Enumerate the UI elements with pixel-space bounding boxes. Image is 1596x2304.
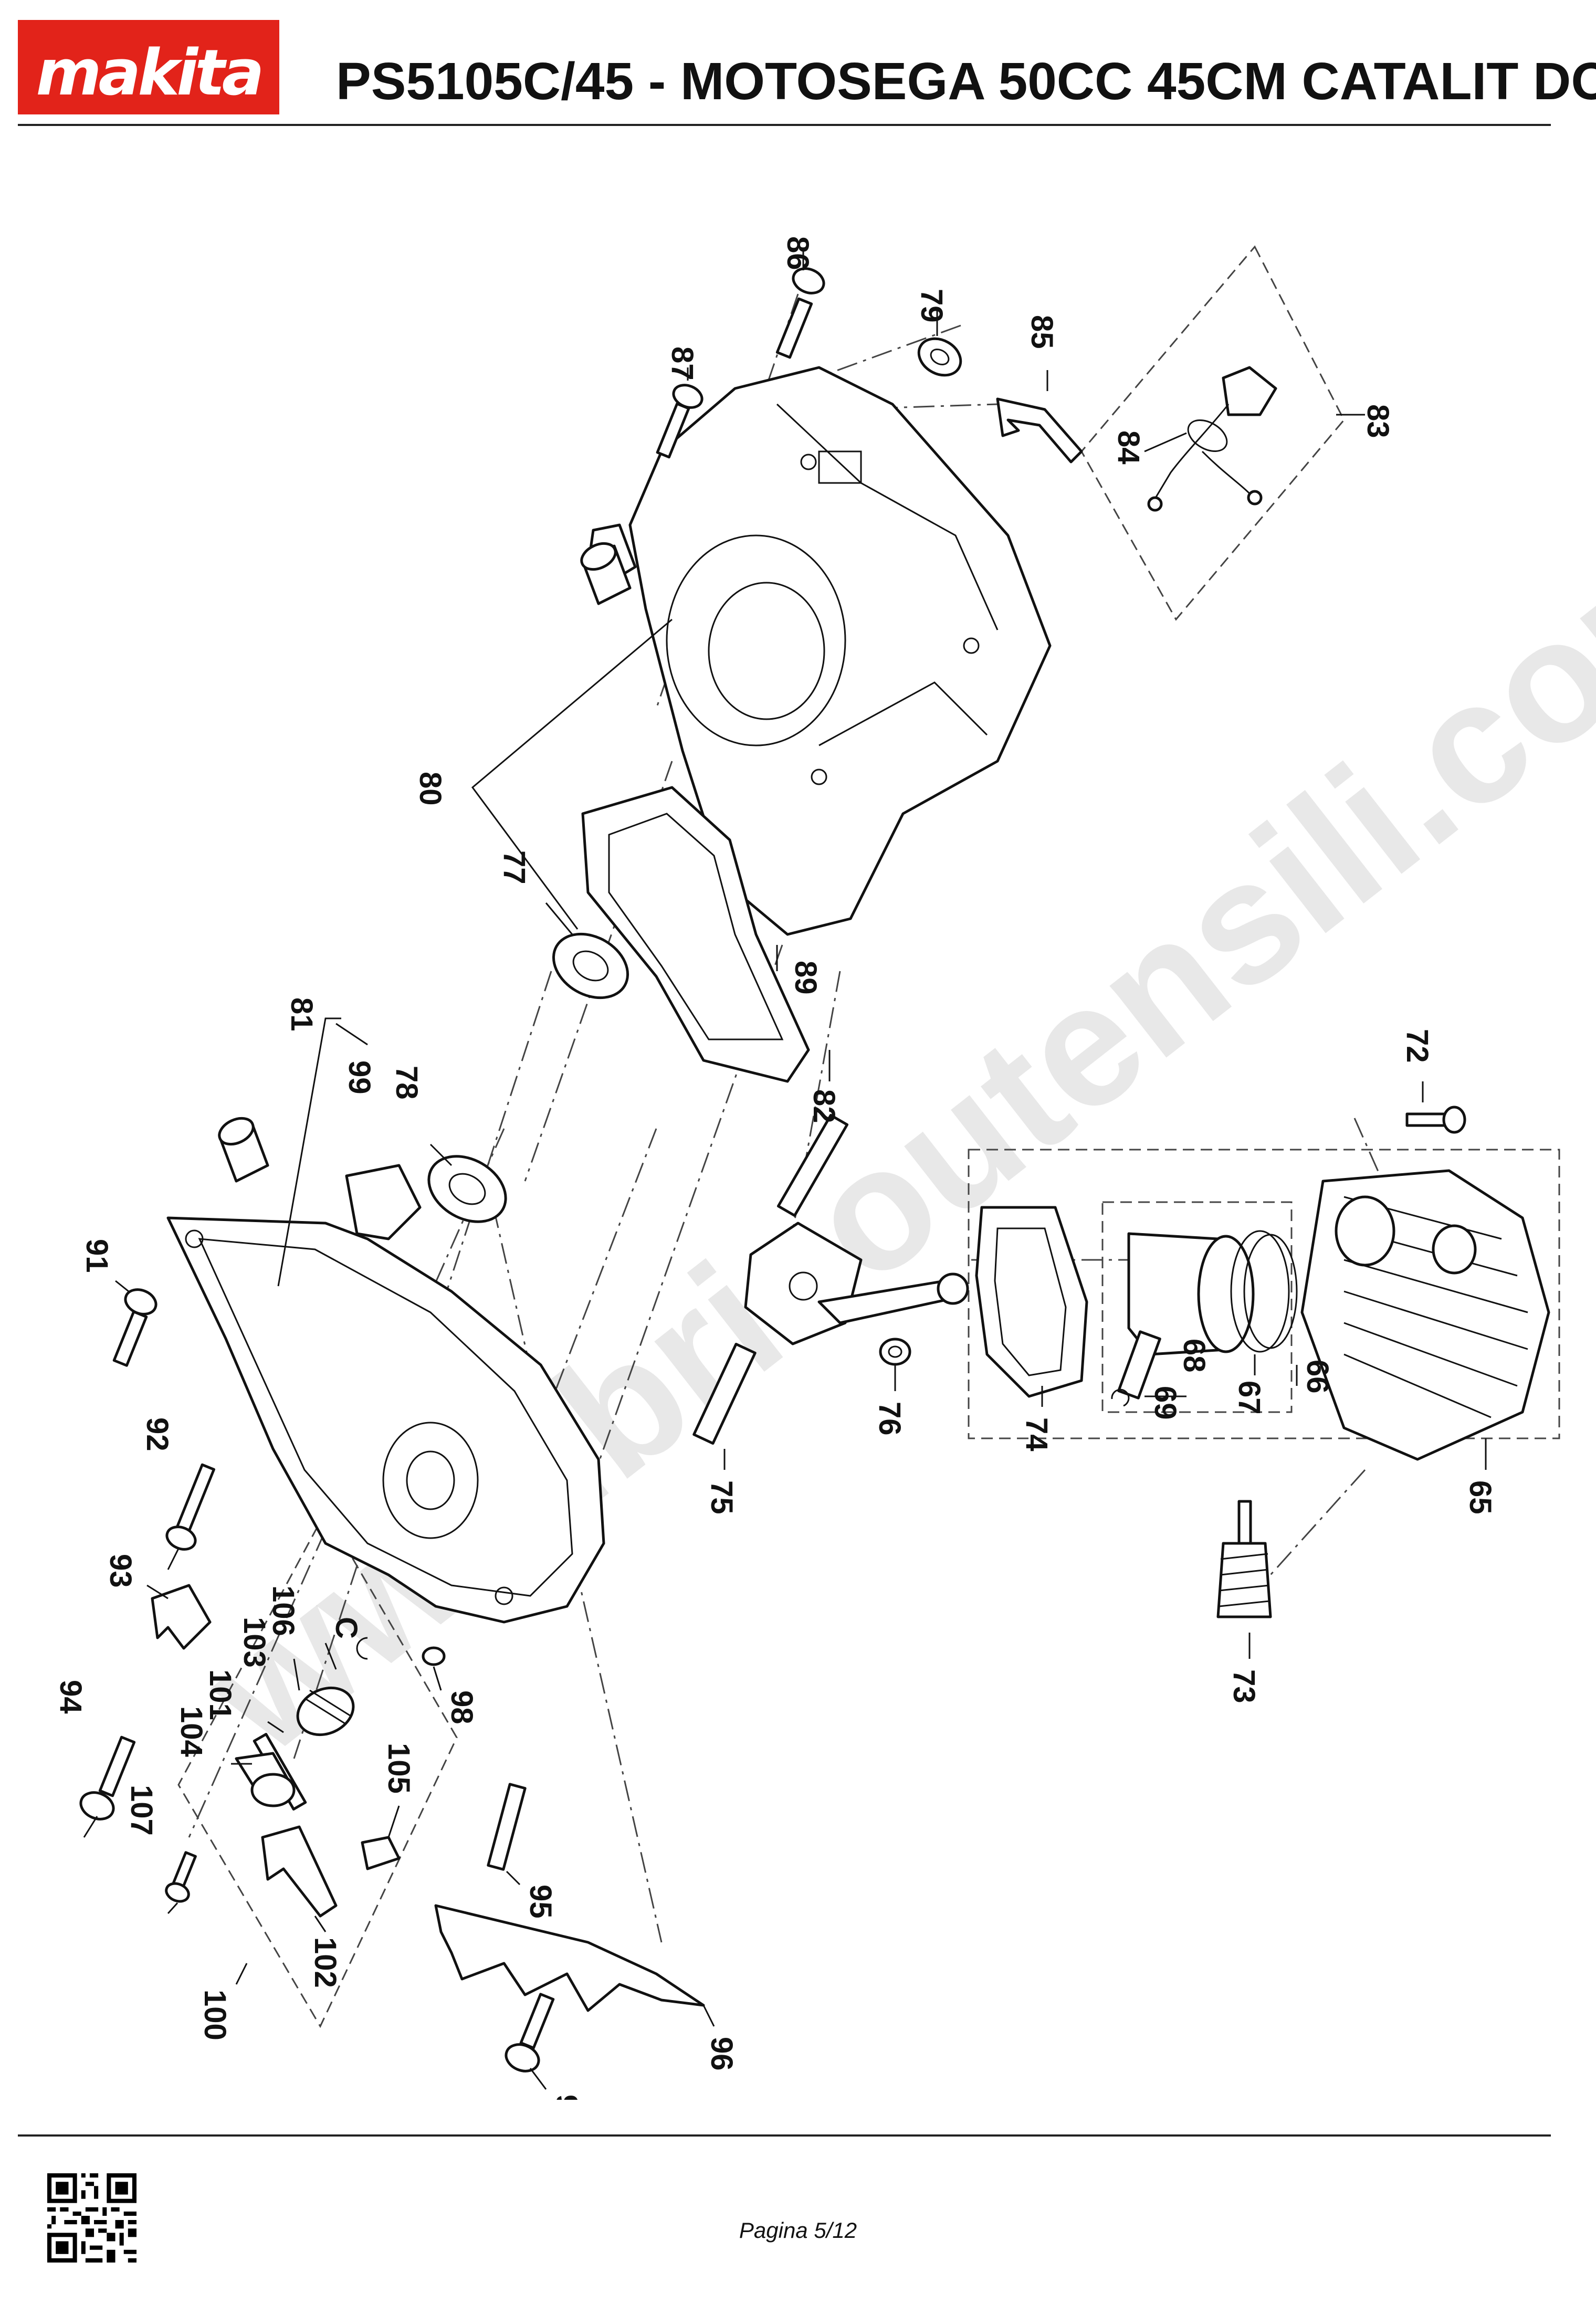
screw-94 <box>79 1735 136 1821</box>
label-97: 97 <box>550 2095 584 2100</box>
label-69: 69 <box>1148 1386 1182 1420</box>
logo-text: makita <box>36 37 264 110</box>
label-94: 94 <box>54 1680 88 1714</box>
group-box-65 <box>968 1149 1560 1439</box>
bumper-spike-96 <box>434 1904 705 2012</box>
label-93: 93 <box>103 1554 138 1588</box>
label-73: 73 <box>1227 1669 1261 1703</box>
footer-divider <box>18 2134 1551 2137</box>
qr-code-icon <box>47 2173 136 2263</box>
label-65: 65 <box>1463 1480 1497 1514</box>
spring-105 <box>361 1836 401 1870</box>
label-75: 75 <box>705 1480 739 1514</box>
label-86: 86 <box>781 236 815 270</box>
label-84: 84 <box>1111 430 1146 465</box>
bracket-93 <box>151 1584 212 1650</box>
part-labels: 86 79 85 87 83 84 80 77 89 81 99 78 82 7… <box>54 236 1497 2100</box>
label-100: 100 <box>198 1990 232 2040</box>
screw-107 <box>165 1851 197 1903</box>
label-83: 83 <box>1361 404 1395 438</box>
screw-97 <box>505 1993 555 2072</box>
screw-92 <box>165 1463 215 1551</box>
label-91: 91 <box>80 1239 114 1273</box>
clip-85 <box>996 397 1083 464</box>
label-107: 107 <box>124 1785 159 1836</box>
label-105: 105 <box>382 1743 416 1794</box>
stud-95 <box>487 1783 527 1871</box>
label-c: C <box>329 1617 363 1639</box>
piston-67 <box>1127 1230 1298 1356</box>
group-box-100 <box>177 1510 458 2028</box>
oil-pickup-83 <box>1147 366 1277 512</box>
seal-79 <box>917 337 962 377</box>
page-header: makita PS5105C/45 - MOTOSEGA 50CC 45CM C… <box>0 0 1596 126</box>
label-92: 92 <box>140 1417 174 1451</box>
screw-72 <box>1405 1106 1466 1134</box>
label-101: 101 <box>203 1669 237 1720</box>
adjuster-c-106 <box>356 1637 368 1660</box>
makita-logo: makita <box>18 20 279 114</box>
crankshaft-75 <box>692 1113 969 1445</box>
label-77: 77 <box>497 850 531 885</box>
leader-lines <box>83 249 1487 2090</box>
circlip-69 <box>1111 1388 1130 1407</box>
label-72: 72 <box>1400 1029 1434 1063</box>
crankcase-half-81 <box>166 1164 605 1624</box>
spark-plug-73 <box>1216 1500 1272 1618</box>
group-box-66 <box>1101 1201 1293 1413</box>
screw-87 <box>656 384 704 459</box>
page-number: Pagina 5/12 <box>739 2218 857 2243</box>
label-67: 67 <box>1232 1381 1266 1415</box>
exploded-parts-diagram: 86 79 85 87 83 84 80 77 89 81 99 78 82 7… <box>54 236 1560 2100</box>
screw-91 <box>112 1288 158 1367</box>
sleeve-99 <box>218 1117 269 1183</box>
label-96: 96 <box>705 2037 739 2071</box>
cylinder-66 <box>1300 1169 1550 1461</box>
needle-bearing-76 <box>879 1338 911 1366</box>
label-81: 81 <box>285 997 319 1032</box>
label-82: 82 <box>807 1089 841 1123</box>
label-66: 66 <box>1300 1360 1335 1394</box>
label-74: 74 <box>1020 1417 1054 1451</box>
page-title: PS5105C/45 - MOTOSEGA 50CC 45CM CATALIT … <box>336 52 1596 111</box>
label-102: 102 <box>308 1937 342 1988</box>
label-89: 89 <box>789 961 823 995</box>
plug-80-top <box>580 542 632 605</box>
label-76: 76 <box>873 1402 907 1436</box>
header-divider <box>18 124 1551 126</box>
label-103: 103 <box>237 1617 271 1668</box>
gasket-82 <box>581 786 810 1083</box>
cylinder-gasket-74 <box>975 1206 1088 1398</box>
label-95: 95 <box>523 1885 558 1919</box>
plate-102 <box>261 1825 338 1918</box>
bearing-78 <box>427 1155 507 1223</box>
label-68: 68 <box>1177 1339 1211 1373</box>
label-87: 87 <box>665 346 699 381</box>
label-79: 79 <box>915 289 949 323</box>
label-99: 99 <box>342 1060 376 1095</box>
pump-body-104 <box>235 1752 296 1807</box>
sleeve-98 <box>422 1646 446 1666</box>
oil-pump-gear-103 <box>296 1686 355 1737</box>
label-80: 80 <box>413 772 447 806</box>
label-104: 104 <box>174 1706 208 1757</box>
label-98: 98 <box>445 1690 479 1724</box>
label-85: 85 <box>1025 315 1059 349</box>
label-106: 106 <box>266 1585 300 1636</box>
screw-86 <box>775 267 825 359</box>
group-box-83 <box>1080 245 1345 621</box>
bearing-77 <box>552 932 629 1000</box>
label-78: 78 <box>390 1066 424 1100</box>
